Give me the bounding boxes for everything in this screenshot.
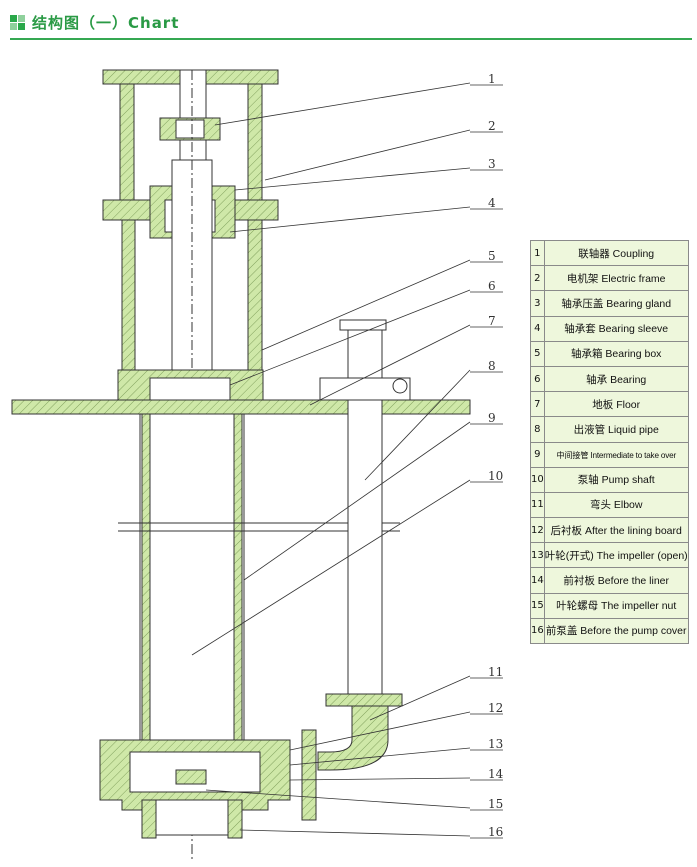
callout-12: 12	[488, 701, 503, 715]
legend-label: 叶轮螺母 The impeller nut	[543, 592, 689, 619]
legend-number: 14	[530, 567, 545, 594]
callout-2: 2	[488, 119, 496, 133]
legend-number: 4	[530, 315, 545, 342]
callout-5: 5	[488, 249, 496, 263]
legend-number: 10	[530, 466, 545, 493]
legend-label: 轴承箱 Bearing box	[543, 340, 689, 367]
page-title: 结构图（一）Chart	[32, 14, 180, 32]
impeller-nut	[175, 769, 207, 785]
legend-label: 叶轮(开式) The impeller (open)	[543, 542, 689, 569]
legend-label: 中间接管 Intermediate to take over	[543, 441, 689, 468]
callout-1: 1	[488, 72, 496, 86]
legend-number: 6	[530, 365, 545, 393]
callout-16: 16	[488, 825, 503, 839]
legend-label: 泵轴 Pump shaft	[543, 466, 689, 493]
callout-15: 15	[488, 797, 503, 811]
legend-number: 16	[530, 617, 545, 645]
callout-13: 13	[488, 737, 503, 751]
legend-number: 7	[530, 391, 545, 418]
legend-number: 8	[530, 416, 545, 443]
legend-number: 3	[530, 290, 545, 317]
section-header: 结构图（一）Chart	[10, 8, 692, 40]
callout-8: 8	[488, 359, 496, 373]
callout-4: 4	[488, 196, 496, 210]
legend-number: 11	[530, 491, 545, 519]
legend-number: 9	[530, 441, 545, 468]
legend-number: 13	[530, 542, 545, 569]
legend-label: 前衬板 Before the liner	[543, 567, 689, 594]
legend-label: 弯头 Elbow	[543, 491, 689, 519]
intermediate-pipe	[139, 413, 245, 743]
legend-label: 出液管 Liquid pipe	[543, 416, 689, 443]
legend-label: 后衬板 After the lining board	[543, 517, 689, 544]
callout-10: 10	[488, 469, 503, 483]
legend-label: 轴承压盖 Bearing gland	[543, 290, 689, 317]
callout-11: 11	[488, 665, 503, 679]
legend-label: 前泵盖 Before the pump cover	[543, 617, 689, 645]
legend-number: 5	[530, 340, 545, 367]
callout-9: 9	[488, 411, 496, 425]
floor-plate	[11, 399, 471, 415]
callout-7: 7	[488, 314, 496, 328]
legend-label: 轴承 Bearing	[543, 365, 689, 393]
elbow-flange	[325, 693, 403, 707]
legend-number: 15	[530, 592, 545, 619]
legend-number: 12	[530, 517, 545, 544]
legend-label: 联轴器 Coupling	[543, 239, 689, 267]
callout-3: 3	[488, 157, 496, 171]
legend-label: 地板 Floor	[543, 391, 689, 418]
callout-6: 6	[488, 279, 496, 293]
header-rule	[10, 38, 692, 40]
green-squares-icon	[10, 15, 26, 31]
legend-number: 1	[530, 239, 545, 267]
elbow	[317, 705, 389, 771]
legend-label: 轴承套 Bearing sleeve	[543, 315, 689, 342]
legend-number: 2	[530, 265, 545, 292]
callout-14: 14	[488, 767, 504, 781]
legend-label: 电机架 Electric frame	[543, 265, 689, 292]
